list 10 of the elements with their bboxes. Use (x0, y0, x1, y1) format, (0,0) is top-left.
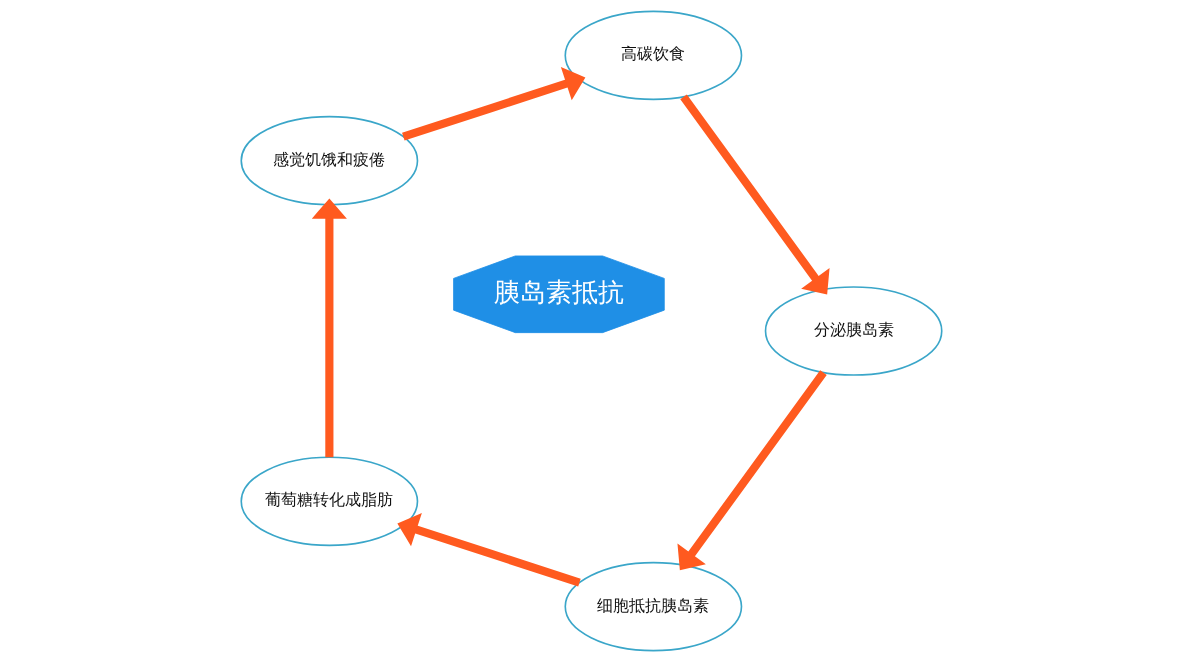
node-ellipse: 葡萄糖转化成脂肪 (240, 456, 419, 547)
arrow (402, 67, 586, 141)
arrow (680, 94, 830, 295)
node-ellipse: 细胞抵抗胰岛素 (564, 561, 743, 652)
node-ellipse: 分泌胰岛素 (764, 286, 943, 376)
arrow (311, 198, 347, 458)
node-ellipse: 感觉饥饿和疲倦 (240, 115, 419, 206)
node-ellipse: 高碳饮食 (564, 10, 743, 101)
arrow (397, 512, 581, 587)
arrow (677, 370, 827, 571)
